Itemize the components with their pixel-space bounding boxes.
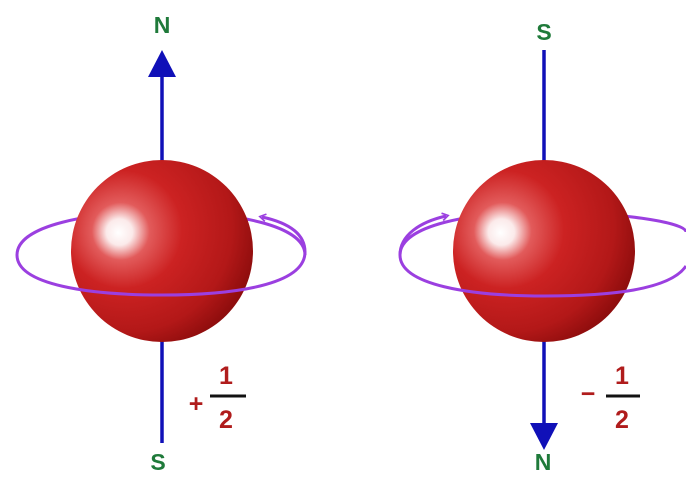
right-spin-sign: − [581,380,596,408]
left-spin-denominator: 2 [219,406,233,434]
left-particle: N S + 1 2 [15,12,307,475]
right-particle: S N − 1 2 [398,19,686,475]
right-rotation-orbit-front [398,212,686,298]
right-spin-numerator: 1 [615,362,629,390]
left-spin-numerator: 1 [219,362,233,390]
left-spin-sign: + [189,390,204,418]
left-spin-value: + 1 2 [189,362,246,434]
left-bottom-pole-label: S [150,449,165,475]
right-spin-denominator: 2 [615,406,629,434]
right-spin-value: − 1 2 [581,362,640,434]
right-arrow-head-down-icon [530,423,558,450]
left-rotation-orbit-front [15,213,307,297]
right-top-pole-label: S [536,19,551,45]
left-arrow-head-up-icon [148,50,176,77]
left-top-pole-label: N [154,12,171,38]
right-sphere [453,160,635,342]
left-sphere [71,160,253,342]
right-bottom-pole-label: N [535,449,552,475]
